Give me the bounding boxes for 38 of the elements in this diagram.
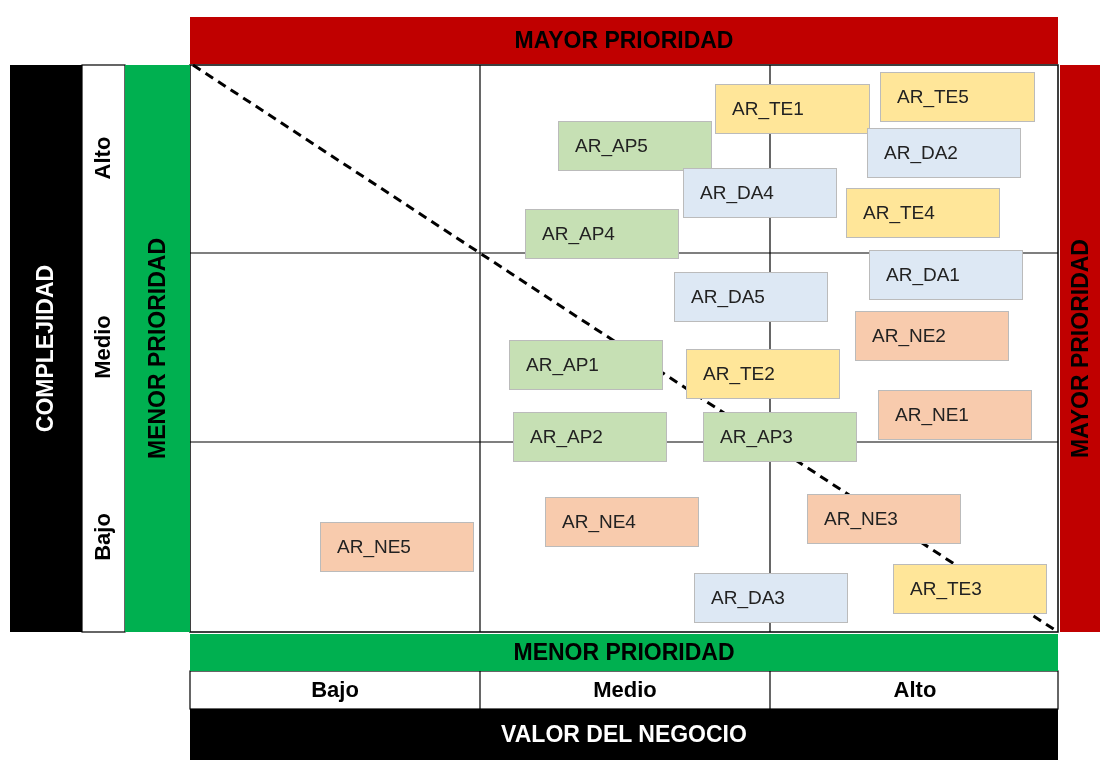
item-note: AR_AP3 xyxy=(703,412,857,462)
item-note: AR_DA2 xyxy=(867,128,1021,178)
item-note: AR_DA4 xyxy=(683,168,837,218)
item-note: AR_NE2 xyxy=(855,311,1009,361)
item-note: AR_AP2 xyxy=(513,412,667,462)
band-label: MENOR PRIORIDAD xyxy=(513,639,735,666)
column-label: Medio xyxy=(593,677,657,703)
item-note: AR_AP5 xyxy=(558,121,712,171)
item-note: AR_TE2 xyxy=(686,349,840,399)
priority-band xyxy=(190,709,1058,760)
item-note: AR_AP4 xyxy=(525,209,679,259)
item-note: AR_NE1 xyxy=(878,390,1032,440)
priority-band xyxy=(1060,65,1100,632)
row-label: Alto xyxy=(90,136,116,180)
priority-band xyxy=(190,634,1058,671)
band-label: MAYOR PRIORIDAD xyxy=(514,27,734,54)
band-label: MAYOR PRIORIDAD xyxy=(1066,239,1094,458)
item-note: AR_DA1 xyxy=(869,250,1023,300)
row-label: Medio xyxy=(90,315,116,379)
band-label: MENOR PRIORIDAD xyxy=(144,237,171,460)
item-note: AR_DA3 xyxy=(694,573,848,623)
item-note: AR_TE1 xyxy=(715,84,870,134)
item-note: AR_NE3 xyxy=(807,494,961,544)
item-note: AR_TE4 xyxy=(846,188,1000,238)
item-note: AR_AP1 xyxy=(509,340,663,390)
item-note: AR_NE4 xyxy=(545,497,699,547)
priority-band xyxy=(125,65,190,632)
row-label: Bajo xyxy=(90,513,116,561)
column-label: Alto xyxy=(893,677,937,703)
column-label: Bajo xyxy=(311,677,359,703)
item-note: AR_DA5 xyxy=(674,272,828,322)
priority-band xyxy=(190,17,1058,64)
priority-band xyxy=(10,65,82,632)
item-note: AR_NE5 xyxy=(320,522,474,572)
band-label: COMPLEJIDAD xyxy=(32,264,60,433)
item-note: AR_TE3 xyxy=(893,564,1047,614)
band-label: VALOR DEL NEGOCIO xyxy=(501,721,747,748)
item-note: AR_TE5 xyxy=(880,72,1035,122)
